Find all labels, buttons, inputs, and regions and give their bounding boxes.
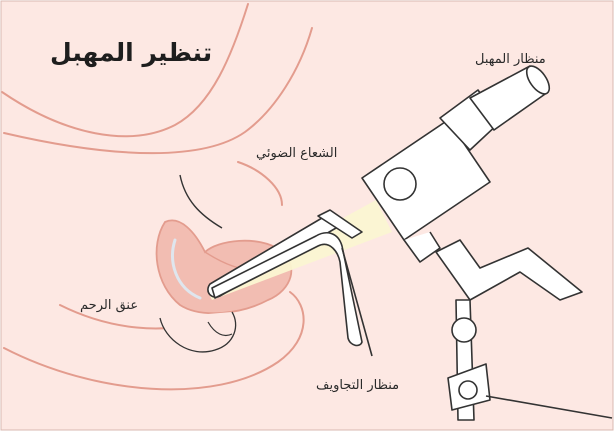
diagram-title: تنظير المهبل — [50, 38, 212, 67]
colposcope-knob — [384, 168, 416, 200]
stand-joint — [452, 318, 476, 342]
light-beam-label: الشعاع الضوئي — [256, 146, 337, 161]
colposcope-label: منظار المهبل — [475, 52, 546, 67]
speculum-label: منظار التجاويف — [316, 378, 399, 393]
cervix-label: عنق الرحم — [80, 298, 138, 313]
clamp-screw — [459, 381, 477, 399]
